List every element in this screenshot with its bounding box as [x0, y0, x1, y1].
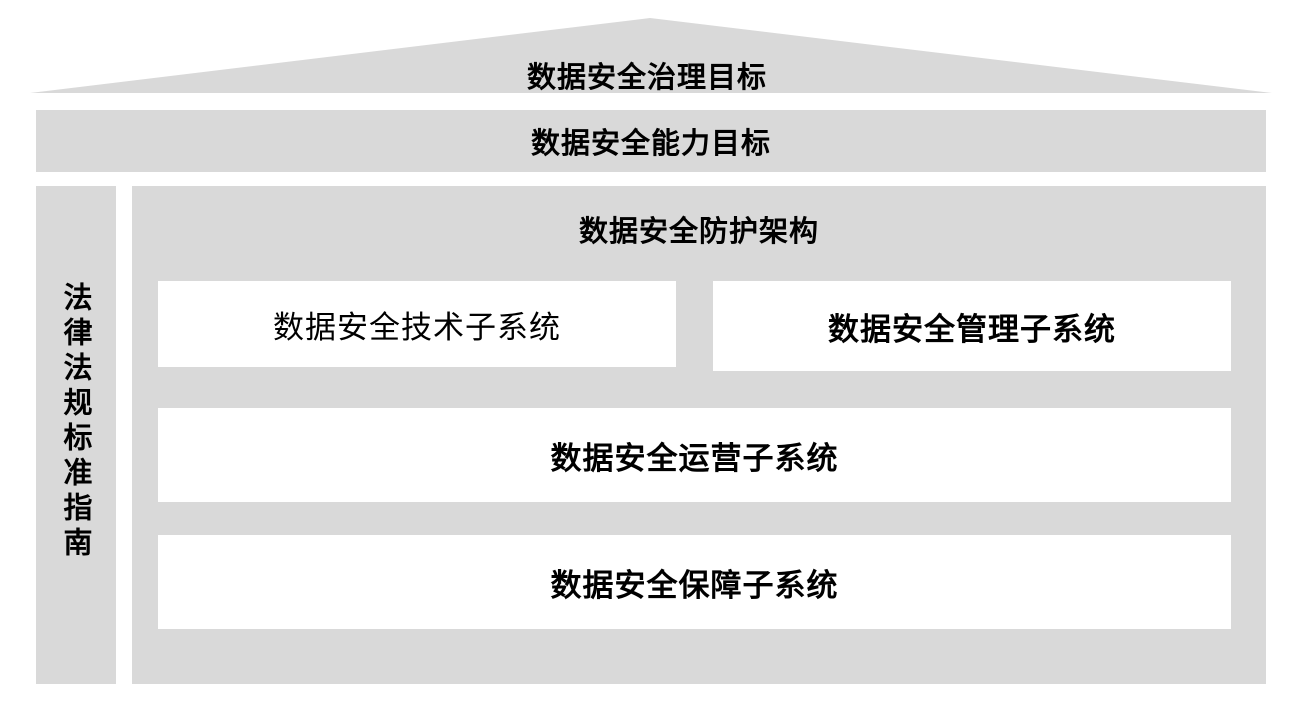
ops-subsystem-label: 数据安全运营子系统	[550, 440, 839, 477]
guarantee-subsystem-box: 数据安全保障子系统	[158, 535, 1231, 629]
roof-shape	[30, 18, 1272, 93]
capability-goal-label: 数据安全能力目标	[530, 126, 771, 160]
protection-architecture-title: 数据安全防护架构	[578, 214, 819, 248]
protection-architecture-panel: 数据安全防护架构 数据安全技术子系统 数据安全管理子系统 数据安全运营子系统 数…	[132, 186, 1266, 684]
guarantee-subsystem-label: 数据安全保障子系统	[550, 567, 839, 604]
ops-subsystem-box: 数据安全运营子系统	[158, 408, 1231, 502]
mgmt-subsystem-label: 数据安全管理子系统	[828, 311, 1116, 348]
tech-subsystem-box: 数据安全技术子系统	[158, 281, 676, 367]
governance-goal-label: 数据安全治理目标	[526, 60, 767, 94]
law-regulation-pillar: 法律法规标准指南	[36, 186, 116, 684]
mgmt-subsystem-box: 数据安全管理子系统	[713, 281, 1231, 371]
capability-goal-band: 数据安全能力目标	[36, 110, 1266, 172]
tech-subsystem-label: 数据安全技术子系统	[273, 309, 561, 346]
law-regulation-label: 法律法规标准指南	[59, 282, 93, 562]
